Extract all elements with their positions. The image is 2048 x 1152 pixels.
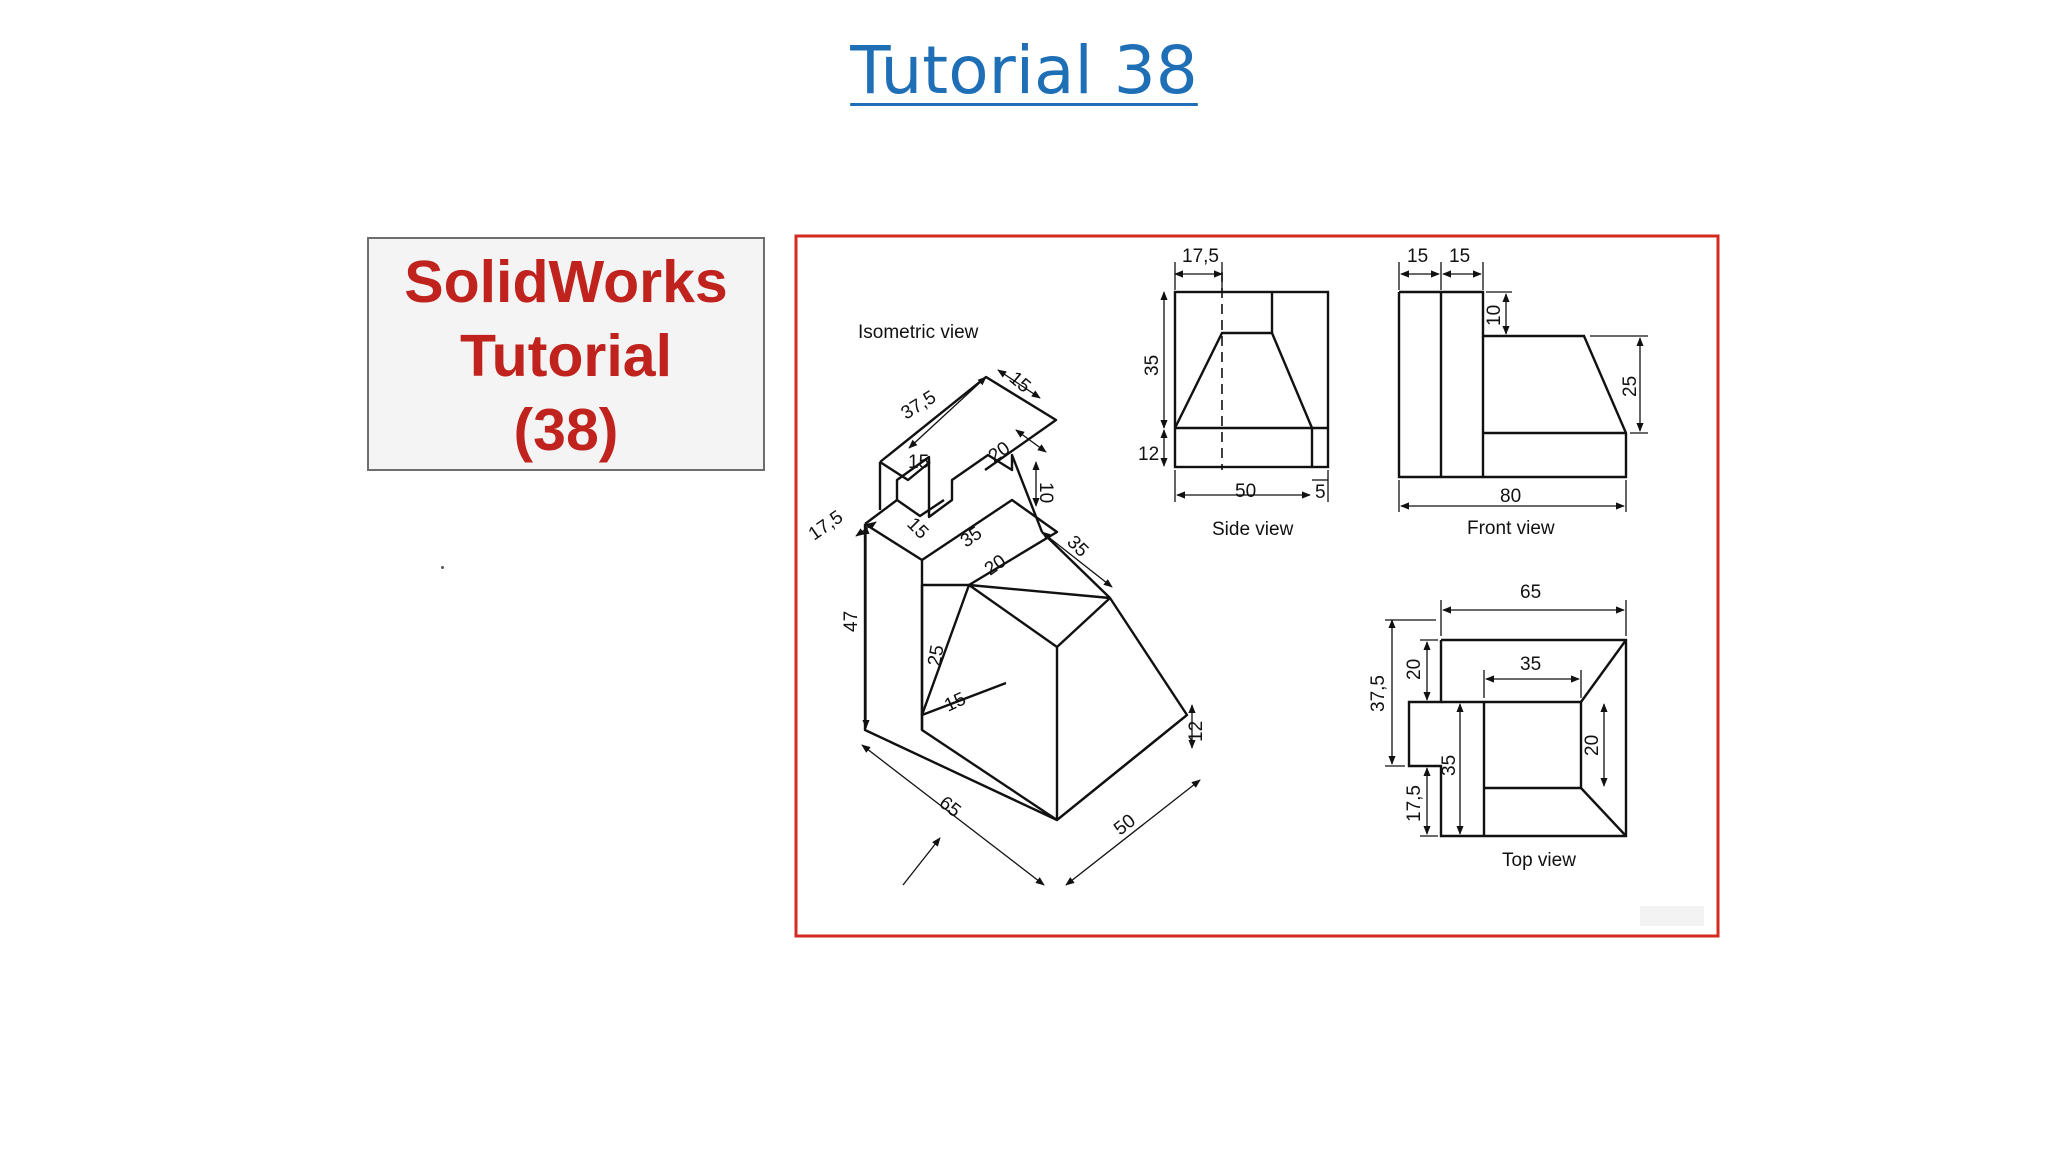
side-dim-17-5: 17,5 — [1182, 246, 1219, 267]
iso-dim-47: 47 — [841, 611, 862, 632]
side-dimensions — [1160, 262, 1329, 502]
side-labels: 17,5 35 12 50 5 Side view — [1138, 246, 1326, 540]
side-dim-50: 50 — [1235, 481, 1256, 502]
iso-dim-15-notch: 15 — [908, 452, 929, 473]
top-dim-35-height: 35 — [1439, 755, 1460, 776]
top-labels: 65 35 20 37,5 35 17,5 20 Top view — [1368, 582, 1603, 871]
top-dim-37-5: 37,5 — [1368, 675, 1389, 712]
top-dim-20-left: 20 — [1404, 659, 1425, 680]
top-dim-65: 65 — [1520, 582, 1541, 603]
side-caption: Side view — [1212, 519, 1294, 540]
front-dim-25: 25 — [1620, 376, 1641, 397]
iso-dim-12: 12 — [1186, 721, 1207, 742]
badge-line-3: (38) — [513, 397, 619, 463]
badge-line-2: Tutorial — [460, 323, 672, 389]
top-dim-17-5: 17,5 — [1404, 785, 1425, 822]
side-view — [1173, 272, 1330, 470]
isometric-dimensions — [855, 369, 1201, 886]
top-dim-20-right: 20 — [1582, 735, 1603, 756]
watermark-patch — [1640, 906, 1704, 926]
front-dim-10: 10 — [1484, 305, 1505, 326]
top-dim-35-width: 35 — [1520, 654, 1541, 675]
tutorial-badge: SolidWorks Tutorial (38) — [367, 237, 765, 471]
slide-title-link[interactable]: Tutorial 38 — [850, 32, 1198, 109]
stray-dot — [441, 566, 444, 569]
top-dimensions — [1385, 600, 1627, 837]
front-caption: Front view — [1467, 518, 1555, 539]
side-dim-35: 35 — [1142, 355, 1163, 376]
drawing-frame — [794, 234, 1720, 938]
front-labels: 15 15 10 25 80 Front view — [1407, 246, 1641, 539]
front-dim-80: 80 — [1500, 486, 1521, 507]
front-dimensions — [1398, 262, 1648, 512]
side-dim-5: 5 — [1315, 482, 1326, 503]
top-caption: Top view — [1502, 850, 1576, 871]
iso-dim-10: 10 — [1035, 482, 1056, 503]
iso-dim-25: 25 — [924, 643, 948, 667]
top-view — [1407, 638, 1628, 838]
badge-line-1: SolidWorks — [404, 249, 728, 315]
side-dim-12: 12 — [1138, 444, 1159, 465]
front-view — [1397, 290, 1628, 479]
iso-caption: Isometric view — [858, 322, 979, 343]
front-dim-15a: 15 — [1407, 246, 1428, 267]
front-dim-15b: 15 — [1449, 246, 1470, 267]
